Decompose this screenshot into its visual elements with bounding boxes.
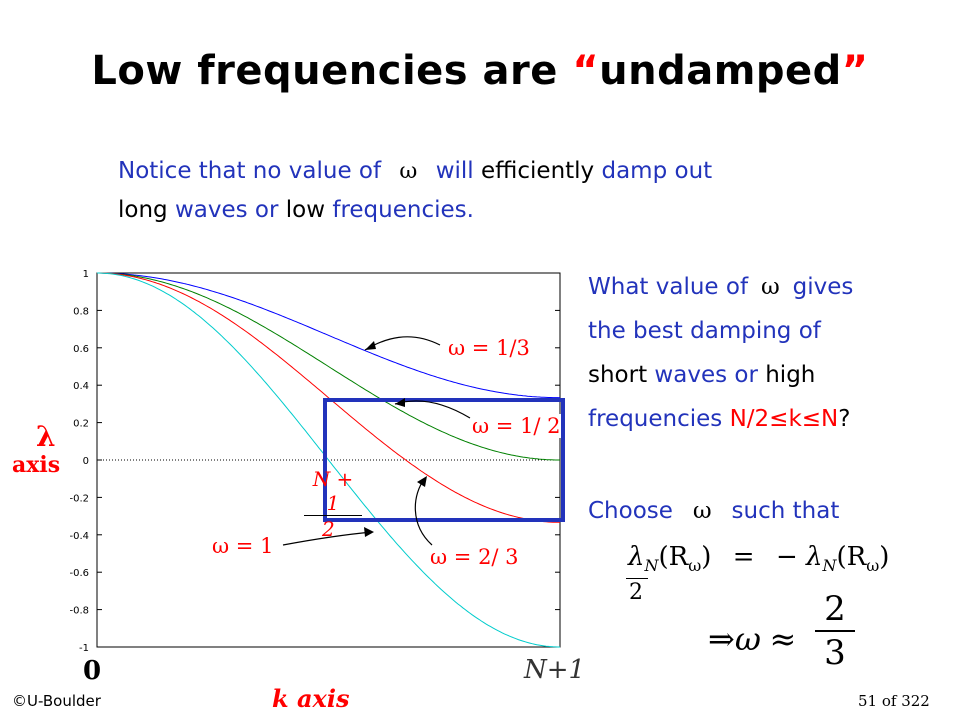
question-l3b: waves or <box>654 362 758 388</box>
question-line-1: What value of ω gives <box>588 265 948 309</box>
intro-t1: Notice that no value of <box>118 158 382 184</box>
y-tick-label: -0.8 <box>69 606 89 617</box>
choose-line: Choose ω such that <box>588 492 948 530</box>
intro-line-1: Notice that no value of ω will efficient… <box>118 152 878 191</box>
highfreq-box <box>323 398 565 522</box>
omega-result: ω <box>734 620 761 658</box>
eq-omega-1: ω <box>688 556 702 576</box>
intro-t8: frequencies. <box>332 197 474 223</box>
eq-lambda-2: λ <box>806 542 823 572</box>
footer-copyright: ©U-Boulder <box>12 692 101 710</box>
intro-t6: waves or <box>174 197 279 223</box>
frac-denominator: 2 <box>322 517 335 541</box>
title-word: undamped <box>599 48 842 94</box>
question-l4b: N/2≤k≤N <box>729 406 839 432</box>
y-tick-label: -0.4 <box>69 531 89 542</box>
eq-close-2: ) <box>879 542 890 572</box>
series-line <box>97 272 560 461</box>
title-quote-open: “ <box>572 48 600 94</box>
page-number: 51 of 322 <box>858 692 930 710</box>
intro-t4: damp out <box>601 158 713 184</box>
eq-rest-1: (R <box>658 542 689 572</box>
intro-line-2: long waves or low frequencies. <box>118 191 878 229</box>
arrow-w12-head <box>395 398 405 407</box>
arrow-w1 <box>282 531 373 546</box>
y-tick-label: -0.2 <box>69 493 89 504</box>
frac-numerator: N + 1 <box>304 467 362 516</box>
label-omega-1-2: ω = 1/ 2 <box>472 414 561 438</box>
question-l1a: What value of <box>588 274 749 300</box>
intro-t5: long <box>118 197 168 223</box>
arrow-w23 <box>414 477 433 546</box>
question-line-4: frequencies N/2≤k≤N? <box>588 397 948 441</box>
n-plus-1-label: N+1 <box>524 655 586 685</box>
eq-rest-2: (R <box>836 542 867 572</box>
intro-t3: efficiently <box>481 158 595 184</box>
eq-close-1: ) <box>701 542 712 572</box>
equation-omega: ⇒ω≈ <box>708 620 805 658</box>
arrow-w1-head <box>364 527 374 537</box>
axis-label-y: axis <box>12 452 61 478</box>
eq-sub-2: N <box>822 556 837 576</box>
title-quote-close: ” <box>841 48 869 94</box>
arrow-w23-head <box>417 476 427 487</box>
result-fraction: 2 3 <box>815 588 855 674</box>
y-tick-label: -0.6 <box>69 568 89 579</box>
arrow-w13 <box>364 336 441 351</box>
choose-b: such that <box>731 498 840 524</box>
question-l1b: gives <box>792 274 854 300</box>
eq-frac-den: 2 <box>629 580 643 605</box>
result-den: 3 <box>824 633 846 673</box>
eq-omega-2: ω <box>866 556 880 576</box>
frac-n1-2: N + 1 2 <box>304 467 362 542</box>
series-line <box>97 272 561 399</box>
y-tick-label: -1 <box>79 643 89 654</box>
eq-sub-1: N <box>644 556 659 576</box>
question-line-3: short waves or high <box>588 353 948 397</box>
label-omega-2-3: ω = 2/ 3 <box>430 545 519 569</box>
omega-symbol: ω <box>760 274 780 300</box>
question-line-2: the best damping of <box>588 318 821 344</box>
y-tick-label: 0 <box>83 456 89 467</box>
omega-symbol: ω <box>399 159 418 184</box>
question-l3c: high <box>765 362 816 388</box>
y-tick-label: 0.8 <box>73 306 89 317</box>
series-line <box>97 272 560 648</box>
series-line <box>97 272 560 523</box>
choose-a: Choose <box>588 498 673 524</box>
omega-symbol: ω <box>692 498 712 524</box>
equation-lambda: λN(Rω) = − λN(Rω) <box>628 542 889 575</box>
y-tick-label: 0.4 <box>73 381 89 392</box>
title-text: Low frequencies are <box>91 48 573 94</box>
k-axis-label: k axis <box>272 684 350 713</box>
label-omega-1-3: ω = 1/3 <box>448 336 530 360</box>
question-l3a: short <box>588 362 648 388</box>
label-omega-1: ω = 1 <box>212 534 274 558</box>
eq-lambda-1: λ <box>628 542 645 572</box>
approx-symbol: ≈ <box>769 620 797 658</box>
eq-minus: − <box>775 542 798 572</box>
question-l4a: frequencies <box>588 406 723 432</box>
eq-frac-bar <box>626 578 648 579</box>
y-tick-label: 0.6 <box>73 344 89 355</box>
intro-t2: will <box>435 158 474 184</box>
page-title: Low frequencies are “undamped” <box>0 48 960 94</box>
intro-paragraph: Notice that no value of ω will efficient… <box>118 152 878 229</box>
y-tick-label: 1 <box>83 269 89 280</box>
lambda-label: λ <box>36 420 56 453</box>
eq-equals: = <box>732 542 755 572</box>
question-block: What value of ω gives the best damping o… <box>588 265 948 441</box>
arrow-w12 <box>394 400 471 419</box>
y-tick-label: 0.2 <box>73 419 89 430</box>
arrow-w13-head <box>365 341 376 350</box>
intro-t7: low <box>285 197 326 223</box>
question-l4c: ? <box>838 406 851 432</box>
result-num: 2 <box>815 588 855 632</box>
x-origin-label: 0 <box>83 656 102 686</box>
implies-symbol: ⇒ <box>708 620 735 658</box>
